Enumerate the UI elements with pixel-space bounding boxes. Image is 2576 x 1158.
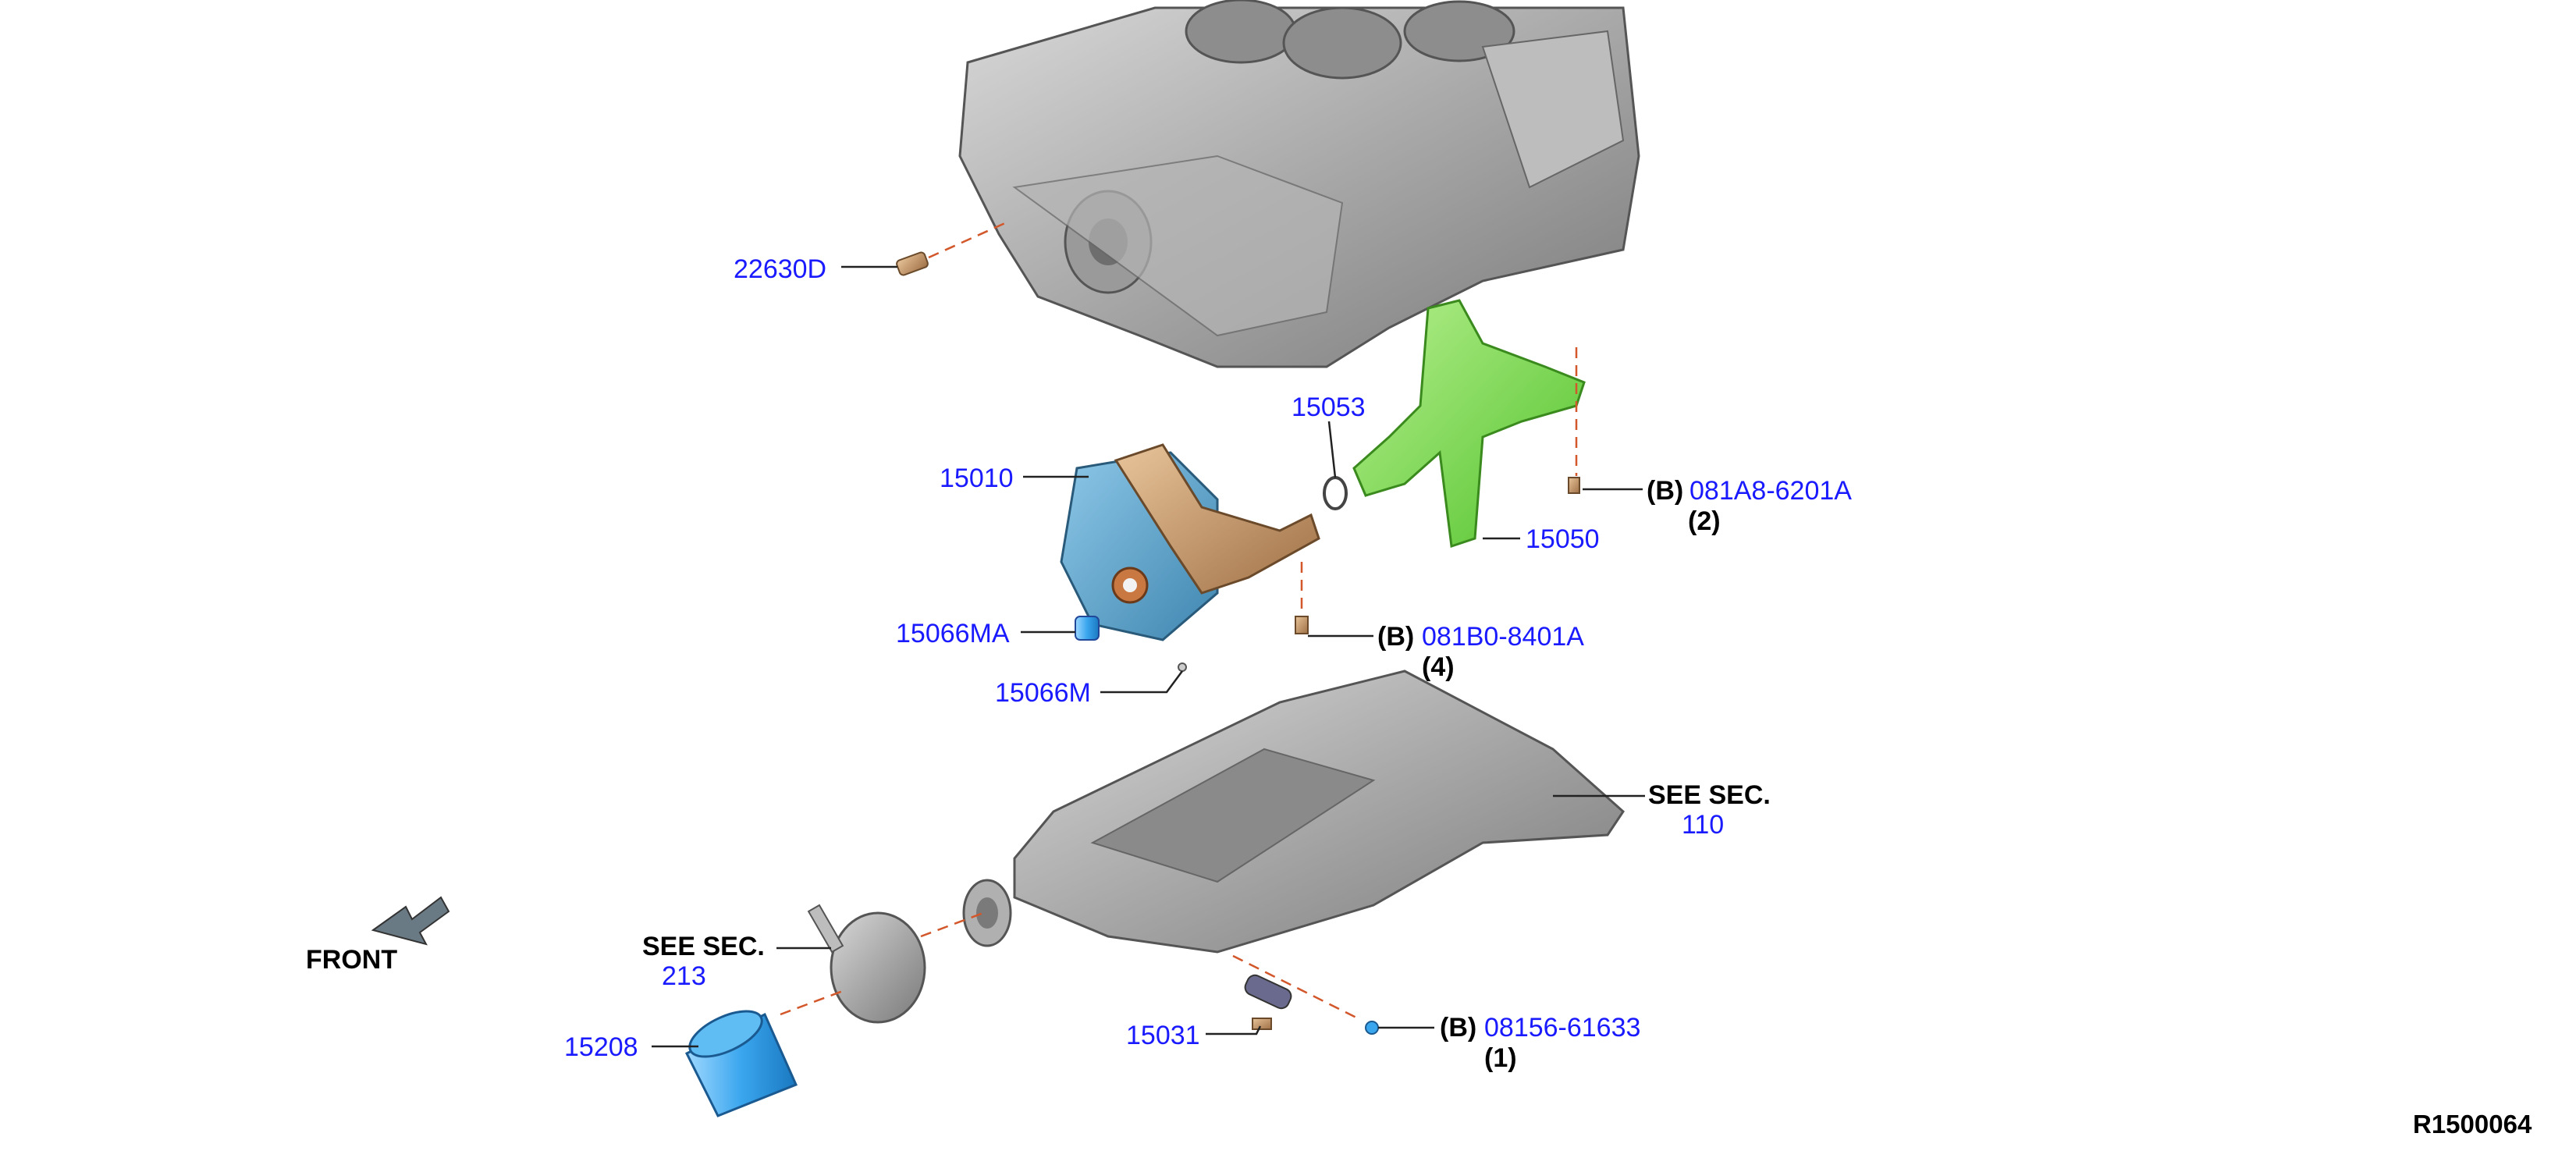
see-sec-label-110: SEE SEC.: [1648, 780, 1771, 810]
bolt-081a8: [1568, 477, 1580, 494]
diagram-code: R1500064: [2413, 1110, 2532, 1138]
part-label-22630d[interactable]: 22630D: [734, 254, 827, 284]
qty-081b0: (4): [1422, 652, 1455, 682]
bolt-prefix-08156: (B): [1440, 1013, 1477, 1043]
front-label: FRONT: [306, 945, 398, 975]
oil-filter-15208: [684, 989, 844, 1117]
part-label-15053[interactable]: 15053: [1292, 393, 1366, 422]
part-label-15208[interactable]: 15208: [564, 1032, 638, 1062]
oil-pump-15010: [1060, 443, 1320, 641]
oil-cooler-housing: [807, 904, 984, 1024]
part-label-15050[interactable]: 15050: [1526, 524, 1600, 554]
bolt-prefix-081b0: (B): [1377, 622, 1415, 652]
drain-plug-08156: [1365, 1021, 1379, 1035]
qty-081a8: (2): [1688, 506, 1721, 536]
part-label-08156-61633[interactable]: 08156-61633: [1484, 1013, 1641, 1043]
part-label-081b0-8401a[interactable]: 081B0-8401A: [1422, 622, 1584, 652]
part-label-15066m[interactable]: 15066M: [995, 678, 1091, 708]
engine-block-casting: [958, 0, 1640, 368]
see-sec-num-213[interactable]: 213: [662, 961, 706, 991]
oil-strainer-bracket-15050: [1352, 299, 1586, 549]
qty-08156: (1): [1484, 1043, 1517, 1073]
pin-15066m: [1178, 662, 1187, 672]
o-ring-15053: [1323, 476, 1348, 510]
part-label-081a8-6201a[interactable]: 081A8-6201A: [1690, 476, 1852, 506]
part-label-15066ma[interactable]: 15066MA: [896, 619, 1010, 648]
oil-pan-casting: [962, 670, 1625, 954]
part-label-15031[interactable]: 15031: [1126, 1021, 1200, 1050]
spacer-15066ma: [1075, 616, 1100, 641]
bolt-prefix-081a8: (B): [1647, 476, 1684, 506]
sensor-15031: [1232, 954, 1359, 1030]
see-sec-num-110[interactable]: 110: [1682, 810, 1725, 840]
leader-lines: [652, 265, 1645, 1048]
bolt-081b0: [1295, 562, 1309, 634]
front-arrow-icon: [371, 896, 450, 946]
see-sec-label-213: SEE SEC.: [642, 932, 765, 961]
part-label-15010[interactable]: 15010: [940, 464, 1014, 493]
oil-pressure-switch-22630d: [896, 221, 1007, 276]
